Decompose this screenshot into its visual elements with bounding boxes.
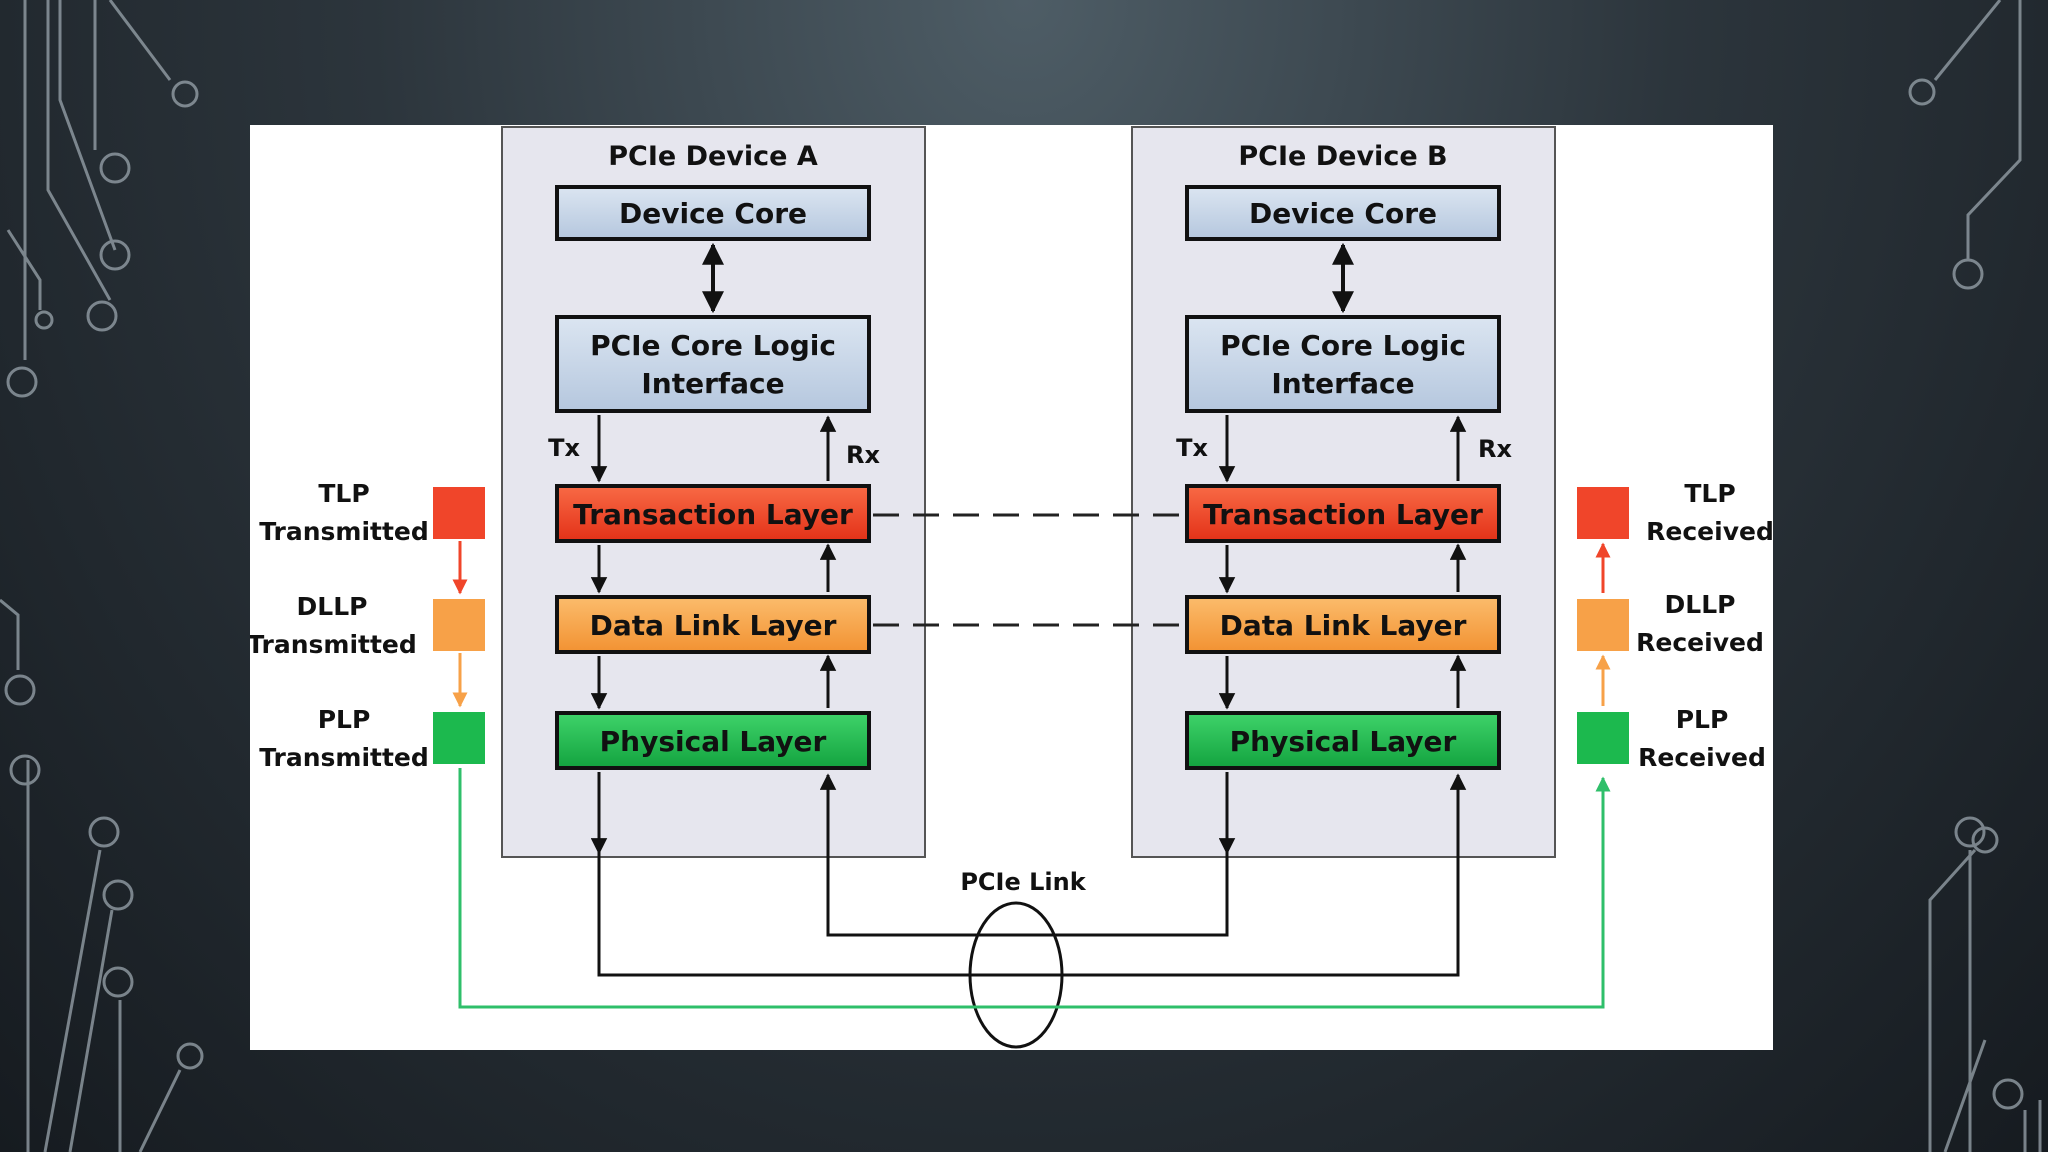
link-lane-b-to-a [826, 853, 1229, 937]
plp-received-line2: Received [1638, 743, 1766, 772]
dllp-transmitted-line1: DLLP [297, 592, 368, 621]
device-a-data-link-layer [555, 595, 871, 654]
device-b-data-link-layer [1185, 595, 1501, 654]
pcie-link-label: PCIe Link [960, 868, 1086, 896]
tlp-received-square [1577, 487, 1629, 539]
device-a-rx-label: Rx [846, 441, 880, 469]
right-legend: TLP Received DLLP Received PLP Received [1577, 479, 1773, 772]
plp-received-line1: PLP [1676, 705, 1729, 734]
plp-transmitted-square [433, 712, 485, 764]
plp-path-line [458, 768, 1611, 1009]
device-b: PCIe Device B Device Core PCIe Core Logi… [1131, 126, 1556, 861]
left-legend: TLP Transmitted DLLP Transmitted PLP Tra… [250, 479, 485, 772]
device-b-core-label: Device Core [1249, 197, 1437, 230]
device-a-physical-layer [555, 711, 871, 770]
device-a-tx-label: Tx [548, 434, 580, 462]
device-a-core-logic [555, 315, 871, 413]
device-b-core-logic [1185, 315, 1501, 413]
tlp-transmitted-line1: TLP [318, 479, 369, 508]
device-b-physical-layer [1185, 711, 1501, 770]
tlp-received-line2: Received [1646, 517, 1773, 546]
device-a-core-logic-line1: PCIe Core Logic [590, 329, 836, 362]
device-a-transaction-label: Transaction Layer [573, 498, 853, 531]
device-a: PCIe Device A Device Core PCIe Core Logi… [501, 126, 926, 861]
dllp-received-line2: Received [1636, 628, 1764, 657]
pcie-link-ellipse [968, 901, 1064, 1049]
device-b-rx-label: Rx [1478, 435, 1512, 463]
dllp-transmitted-square [433, 599, 485, 651]
device-b-data-link-label: Data Link Layer [1220, 609, 1467, 642]
device-b-core-logic-line1: PCIe Core Logic [1220, 329, 1466, 362]
device-a-transaction-layer [555, 484, 871, 543]
device-b-transaction-layer [1185, 484, 1501, 543]
device-a-core [555, 185, 871, 241]
device-b-physical-label: Physical Layer [1230, 725, 1457, 758]
link-lane-a-to-b [597, 853, 1460, 977]
plp-transmitted-line2: Transmitted [259, 743, 429, 772]
tlp-transmitted-square [433, 487, 485, 539]
dllp-received-square [1577, 599, 1629, 651]
device-a-physical-label: Physical Layer [600, 725, 827, 758]
device-a-title: PCIe Device A [608, 141, 818, 172]
tlp-received-line1: TLP [1684, 479, 1735, 508]
dllp-received-line1: DLLP [1665, 590, 1736, 619]
plp-received-square [1577, 712, 1629, 764]
device-a-core-label: Device Core [619, 197, 807, 230]
device-b-core-logic-line2: Interface [1271, 367, 1414, 400]
device-a-core-logic-line2: Interface [641, 367, 784, 400]
device-b-transaction-label: Transaction Layer [1203, 498, 1483, 531]
pcie-layer-diagram: PCIe Device A Device Core PCIe Core Logi… [250, 125, 1773, 1050]
device-b-tx-label: Tx [1176, 434, 1208, 462]
device-a-data-link-label: Data Link Layer [590, 609, 837, 642]
device-b-core [1185, 185, 1501, 241]
dllp-transmitted-line2: Transmitted [250, 630, 417, 659]
tlp-transmitted-line2: Transmitted [259, 517, 429, 546]
device-b-title: PCIe Device B [1238, 141, 1447, 172]
plp-transmitted-line1: PLP [318, 705, 371, 734]
